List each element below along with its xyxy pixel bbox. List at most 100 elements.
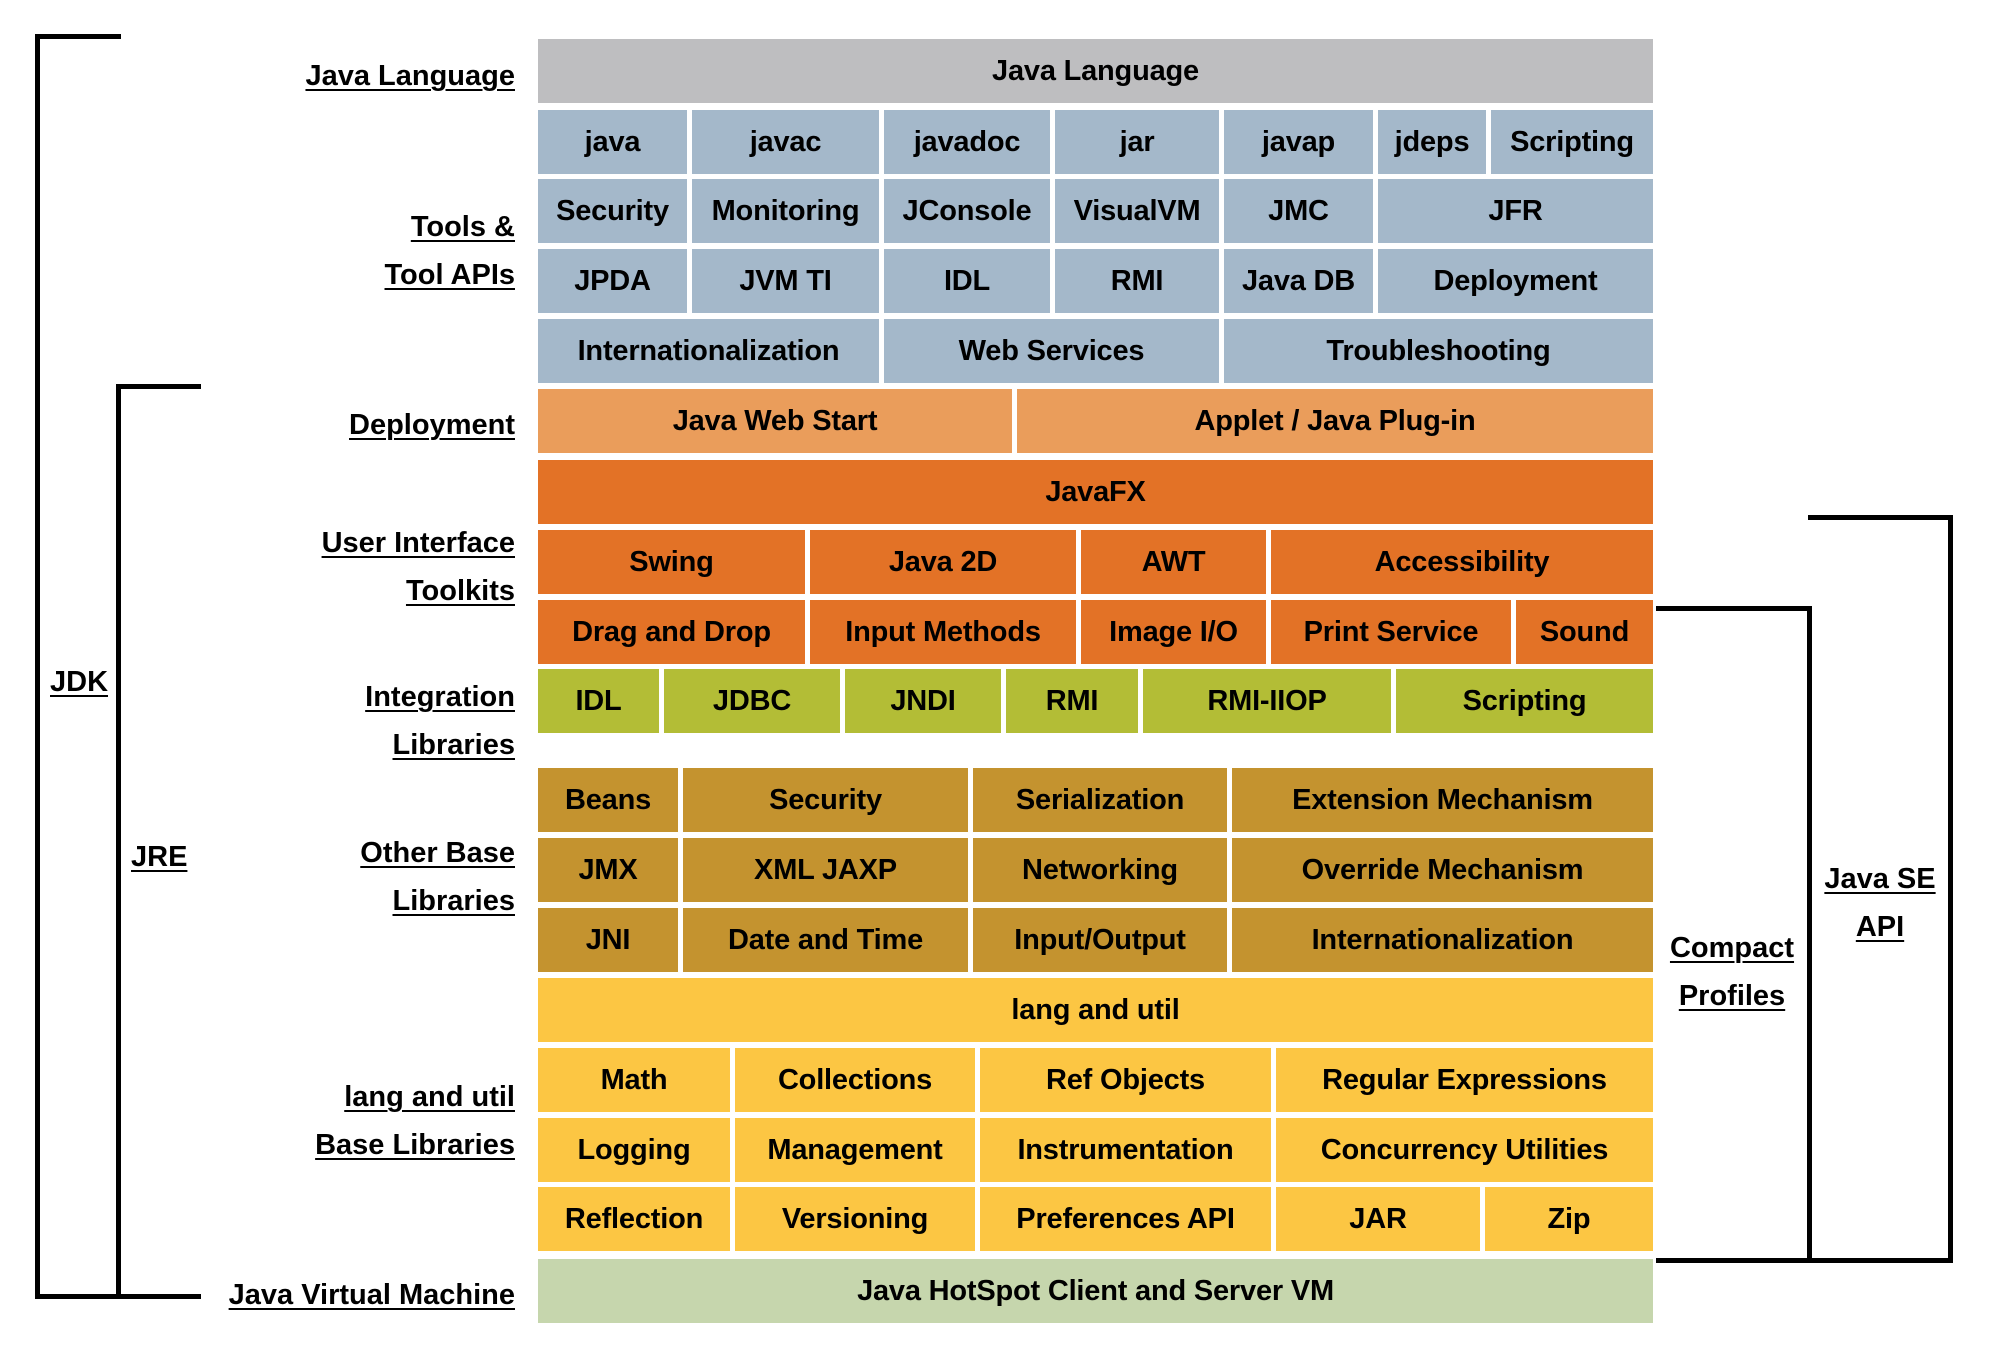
layer-label-java-language: Java Language <box>305 52 515 100</box>
component-java-language: Java Language <box>538 39 1653 103</box>
component-logging: Logging <box>538 1118 730 1182</box>
layer-label-line: Java Virtual Machine <box>228 1279 515 1311</box>
component-sound: Sound <box>1516 600 1653 664</box>
component-ref-objects: Ref Objects <box>980 1048 1271 1112</box>
layer-label-line: Java Language <box>305 60 515 92</box>
java-se-api-label: Java SE API <box>1812 855 1948 951</box>
layer-label-line: Deployment <box>349 409 515 441</box>
component-javap: javap <box>1224 110 1373 174</box>
component-regular-expressions: Regular Expressions <box>1276 1048 1653 1112</box>
layer-label-line: User Interface <box>321 527 515 559</box>
component-javafx: JavaFX <box>538 460 1653 524</box>
compact-profiles-line-2: Profiles <box>1678 980 1786 1012</box>
component-idl: IDL <box>538 669 659 733</box>
component-internationalization: Internationalization <box>1232 908 1653 972</box>
component-versioning: Versioning <box>735 1187 975 1251</box>
jdk-label: JDK <box>50 666 109 698</box>
jre-bracket-vertical <box>116 384 121 1299</box>
layer-label-java-virtual-machine: Java Virtual Machine <box>229 1271 515 1319</box>
layer-label-line: Toolkits <box>405 575 515 607</box>
layer-label-deployment: Deployment <box>349 401 515 449</box>
component-preferences-api: Preferences API <box>980 1187 1271 1251</box>
component-reflection: Reflection <box>538 1187 730 1251</box>
component-rmi: RMI <box>1055 249 1219 313</box>
component-java-hotspot-client-and-server-vm: Java HotSpot Client and Server VM <box>538 1259 1653 1323</box>
component-javadoc: javadoc <box>884 110 1050 174</box>
javase-bracket-vertical <box>1948 515 1953 1263</box>
component-collections: Collections <box>735 1048 975 1112</box>
javase-bracket-bottom <box>1808 1258 1953 1263</box>
component-lang-and-util: lang and util <box>538 978 1653 1042</box>
component-scripting: Scripting <box>1491 110 1653 174</box>
component-javac: javac <box>692 110 879 174</box>
layer-label-tools-tool-apis: Tools & Tool APIs <box>385 203 516 299</box>
compact-bracket-bottom <box>1656 1258 1812 1263</box>
component-concurrency-utilities: Concurrency Utilities <box>1276 1118 1653 1182</box>
layer-label-line: lang and util <box>344 1081 515 1113</box>
jre-label: JRE <box>131 841 188 873</box>
component-jar: JAR <box>1276 1187 1480 1251</box>
component-math: Math <box>538 1048 730 1112</box>
component-idl: IDL <box>884 249 1050 313</box>
component-scripting: Scripting <box>1396 669 1653 733</box>
component-rmi-iiop: RMI-IIOP <box>1143 669 1391 733</box>
component-java-db: Java DB <box>1224 249 1373 313</box>
component-jndi: JNDI <box>845 669 1001 733</box>
component-xml-jaxp: XML JAXP <box>683 838 968 902</box>
component-extension-mechanism: Extension Mechanism <box>1232 768 1653 832</box>
layer-label-line: Tools & <box>410 211 515 243</box>
component-awt: AWT <box>1081 530 1266 594</box>
javase-bracket-top <box>1808 515 1953 520</box>
jdk-bracket-top <box>35 34 121 39</box>
compact-bracket-vertical <box>1807 606 1812 1263</box>
component-override-mechanism: Override Mechanism <box>1232 838 1653 902</box>
component-visualvm: VisualVM <box>1055 179 1219 243</box>
component-instrumentation: Instrumentation <box>980 1118 1271 1182</box>
component-jdeps: jdeps <box>1378 110 1486 174</box>
component-jconsole: JConsole <box>884 179 1050 243</box>
component-security: Security <box>538 179 687 243</box>
component-date-and-time: Date and Time <box>683 908 968 972</box>
layer-label-line: Libraries <box>392 729 516 761</box>
component-jmc: JMC <box>1224 179 1373 243</box>
layer-label-line: Base Libraries <box>315 1129 515 1161</box>
component-input-methods: Input Methods <box>810 600 1076 664</box>
component-jmx: JMX <box>538 838 678 902</box>
layer-label-line: Tool APIs <box>384 259 516 291</box>
layer-label-line: Integration <box>365 681 515 713</box>
component-web-services: Web Services <box>884 319 1219 383</box>
java-se-api-line-2: API <box>1855 911 1905 943</box>
component-troubleshooting: Troubleshooting <box>1224 319 1653 383</box>
compact-profiles-line-1: Compact <box>1669 932 1795 964</box>
component-security: Security <box>683 768 968 832</box>
component-image-i-o: Image I/O <box>1081 600 1266 664</box>
component-applet-java-plug-in: Applet / Java Plug-in <box>1017 389 1653 453</box>
component-zip: Zip <box>1485 1187 1653 1251</box>
component-java-web-start: Java Web Start <box>538 389 1012 453</box>
component-accessibility: Accessibility <box>1271 530 1653 594</box>
jdk-bracket-vertical <box>35 34 40 1299</box>
component-jni: JNI <box>538 908 678 972</box>
component-jar: jar <box>1055 110 1219 174</box>
component-jfr: JFR <box>1378 179 1653 243</box>
component-rmi: RMI <box>1006 669 1138 733</box>
component-jvm-ti: JVM TI <box>692 249 879 313</box>
jre-bracket-top <box>116 384 201 389</box>
layer-label-line: Libraries <box>392 885 516 917</box>
component-monitoring: Monitoring <box>692 179 879 243</box>
component-jpda: JPDA <box>538 249 687 313</box>
component-java-2d: Java 2D <box>810 530 1076 594</box>
component-jdbc: JDBC <box>664 669 840 733</box>
component-beans: Beans <box>538 768 678 832</box>
component-networking: Networking <box>973 838 1227 902</box>
component-drag-and-drop: Drag and Drop <box>538 600 805 664</box>
component-swing: Swing <box>538 530 805 594</box>
compact-bracket-top <box>1656 606 1812 611</box>
component-input-output: Input/Output <box>973 908 1227 972</box>
component-management: Management <box>735 1118 975 1182</box>
